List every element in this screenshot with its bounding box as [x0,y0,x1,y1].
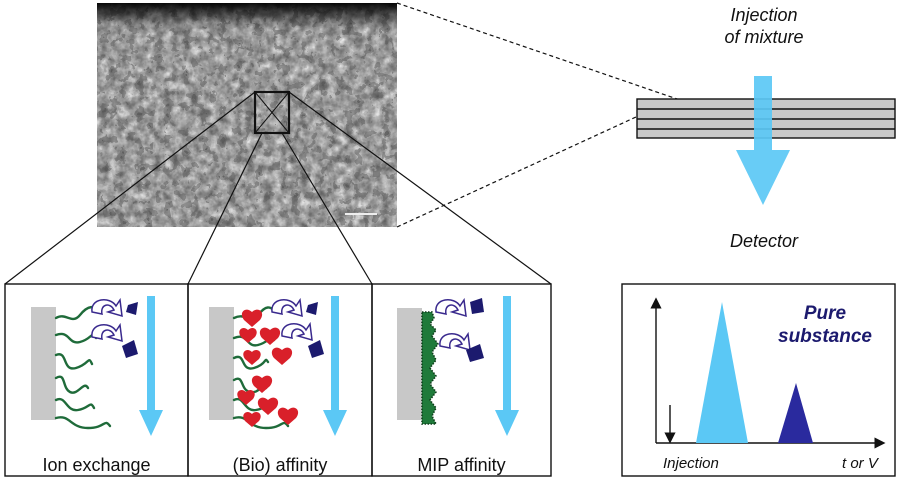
exchange-arrow-icon [281,321,313,342]
pure-label-line1: Pure [803,303,847,324]
expansion-lines [4,91,552,285]
flow-arrow-panel-3 [495,296,519,436]
scale-bar-label: 1 µm [352,215,364,221]
panel-frames [4,283,552,477]
dashed-connectors [396,2,681,228]
x-axis-label-injection: Injection [663,455,719,472]
support-surface [31,307,56,420]
pure-label-line2: substance [778,326,872,347]
target-molecule-icon [470,298,484,314]
pure-substance-label: Pure substance [760,302,890,348]
target-molecule-icon [126,302,138,315]
polymer-chains [54,305,112,430]
panel-bio-affinity [209,296,347,436]
injection-label-line2: of mixture [724,27,804,47]
exchange-arrow-icon [271,297,303,318]
scale-bar [345,213,377,215]
target-molecule-icon [308,340,324,358]
mip-layer [421,311,439,425]
flow-arrow-panel-1 [139,296,163,436]
peak-impurity [696,302,748,443]
exchange-arrow-icon [91,322,123,343]
zoom-box [253,90,291,135]
panel-label-mip-affinity: MIP affinity [417,455,506,475]
exchange-arrow-icon [91,297,123,318]
exchange-arrow-icon [435,297,467,318]
flow-arrow-column [736,76,790,205]
injection-label: Injection of mixture [704,4,824,48]
support-surface [209,307,234,420]
flow-arrow-panel-2 [323,296,347,436]
detector-label: Detector [729,231,799,251]
panel-label-ion-exchange: Ion exchange [42,455,151,475]
protein-icons [237,309,299,427]
support-surface [397,308,422,420]
exchange-arrow-icon [439,331,471,352]
panel-label-bio-affinity: (Bio) affinity [232,455,328,475]
x-axis-label-t-or-v: t or V [842,455,878,472]
peak-pure-substance [778,383,813,443]
target-molecule-icon [466,344,484,362]
target-molecule-icon [122,340,138,358]
chromatogram [621,283,896,477]
target-molecule-icon [306,302,318,315]
panel-ion-exchange [31,296,163,436]
injection-label-line1: Injection [730,5,798,25]
panel-mip-affinity [397,296,519,436]
sem-micrograph [97,3,397,227]
